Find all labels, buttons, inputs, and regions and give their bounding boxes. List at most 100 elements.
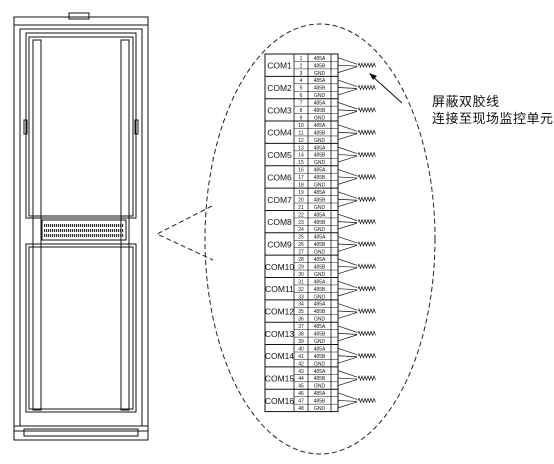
cabinet-top-vent — [68, 12, 90, 20]
cable-conductors — [337, 258, 358, 275]
terminal-signal: GND — [314, 272, 326, 278]
terminal-number: 1 — [300, 56, 303, 62]
annotation-connect-monitor-unit: 连接至现场监控单元 — [432, 112, 554, 127]
terminal-strip-pin — [122, 234, 124, 237]
terminal-strip-pin — [48, 224, 50, 227]
cable-conductors — [337, 102, 358, 118]
terminal-signal: 485B — [314, 220, 326, 226]
cable-conductors — [337, 213, 358, 230]
terminal-strip-pin — [94, 224, 96, 227]
shielded-cable — [337, 347, 376, 364]
terminal-strip-pin — [110, 234, 112, 237]
cable-conductors — [337, 347, 358, 364]
terminal-strip-pin — [62, 229, 64, 232]
shielded-cable — [337, 303, 376, 319]
terminal-strip-frame — [41, 219, 127, 241]
cable-conductors — [337, 57, 358, 73]
com-label: COM2 — [267, 83, 292, 93]
terminal-strip-pin — [68, 229, 70, 232]
terminal-number: 7 — [300, 101, 303, 107]
terminal-strip-pin — [86, 229, 88, 232]
cabinet-door-upper — [25, 32, 137, 219]
terminal-strip-pin — [70, 229, 72, 232]
terminal-strip-pin — [80, 229, 82, 232]
terminal-signal: GND — [314, 361, 326, 367]
terminal-strip-pin — [104, 229, 106, 232]
annotation-shielded-cable: 屏蔽双胶线 — [432, 95, 500, 110]
terminal-strip-pin — [72, 234, 74, 237]
terminal-signal: 485A — [314, 101, 326, 107]
terminal-strip-pin — [110, 224, 112, 227]
terminal-strip-pin — [120, 234, 122, 237]
terminal-number: 27 — [298, 250, 304, 256]
terminal-strip-pin — [56, 224, 58, 227]
terminal-number: 2 — [300, 63, 303, 69]
terminal-number: 35 — [298, 309, 304, 315]
com-label: COM16 — [265, 396, 295, 406]
terminal-strip-pin — [112, 224, 114, 227]
terminal-strip-pin — [70, 224, 72, 227]
terminal-signal: 485B — [314, 130, 326, 136]
terminal-signal: 485A — [314, 235, 326, 241]
terminal-number: 24 — [298, 227, 304, 233]
terminal-strip-pin — [80, 234, 82, 237]
terminal-signal: 485A — [314, 369, 326, 375]
cable-twist — [357, 240, 376, 247]
terminal-strip-pin — [98, 224, 100, 227]
terminal-strip-pin — [46, 229, 48, 232]
terminal-signal: 485B — [314, 376, 326, 382]
shielded-cable — [337, 325, 376, 342]
cable-conductors — [337, 392, 358, 409]
terminal-signal: GND — [314, 71, 326, 77]
terminal-strip-pin — [104, 224, 106, 227]
terminal-strip-pin — [114, 224, 116, 227]
cable-twist — [357, 84, 376, 91]
terminal-signal: 485A — [314, 78, 326, 84]
terminal-strip-pin — [116, 229, 118, 232]
terminal-number: 41 — [298, 354, 304, 360]
terminal-signal: GND — [314, 250, 326, 256]
terminal-strip-pin — [82, 229, 84, 232]
terminal-number: 34 — [298, 302, 304, 308]
terminal-strip-pin — [66, 224, 68, 227]
terminal-strip-pin — [48, 229, 50, 232]
terminal-signal: 485B — [314, 309, 326, 315]
callout-pointer — [155, 205, 214, 261]
terminal-number: 47 — [298, 399, 304, 405]
terminal-strip-pin — [104, 234, 106, 237]
cable-twist — [357, 218, 376, 225]
terminal-strip-pin — [54, 234, 56, 237]
cable-twist — [357, 397, 376, 404]
terminal-strip-pin — [44, 224, 46, 227]
terminal-signal: 485B — [314, 399, 326, 405]
terminal-strip-pin — [44, 234, 46, 237]
terminal-strip-pin — [64, 229, 66, 232]
terminal-number: 3 — [300, 71, 303, 77]
cabinet-base — [13, 425, 149, 441]
terminal-strip-pin — [56, 234, 58, 237]
terminal-strip-pin — [56, 229, 58, 232]
terminal-signal: 485A — [314, 145, 326, 151]
terminal-signal: 485B — [314, 354, 326, 360]
terminal-strip-pin — [100, 234, 102, 237]
terminal-strip-pin — [108, 234, 110, 237]
terminal-signal: 485B — [314, 175, 326, 181]
terminal-strip-pin — [120, 224, 122, 227]
terminal-strip-pin — [60, 234, 62, 237]
cable-conductors — [337, 79, 358, 96]
com-label: COM5 — [267, 150, 292, 160]
terminal-strip-pin — [84, 224, 86, 227]
terminal-number: 25 — [298, 235, 304, 241]
terminal-number: 22 — [298, 212, 304, 218]
cable-twist — [357, 285, 376, 292]
terminal-strip-pin — [68, 224, 70, 227]
com-label: COM3 — [267, 105, 292, 115]
leader-arrowhead — [369, 73, 377, 80]
callout-ellipse — [204, 23, 436, 455]
cable-conductors — [337, 280, 358, 297]
terminal-signal: 485B — [314, 287, 326, 293]
terminal-strip-pin — [78, 229, 80, 232]
terminal-number: 38 — [298, 332, 304, 338]
